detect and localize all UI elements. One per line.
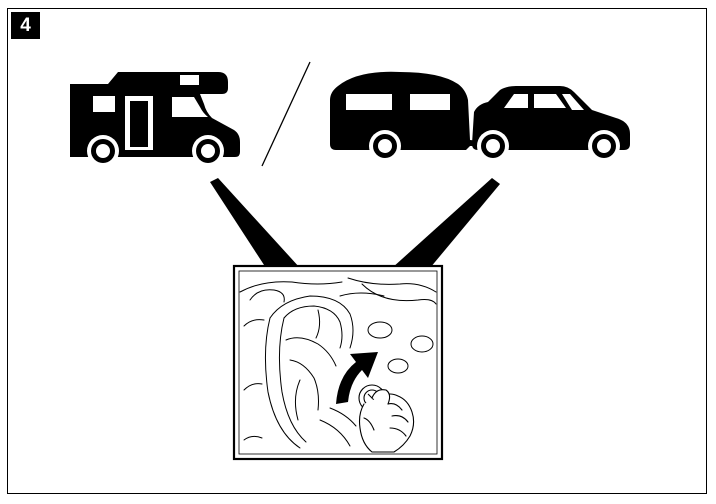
ignition-key-turn-detail [234, 266, 442, 459]
car-icon [472, 86, 630, 162]
motorhome-icon [70, 72, 240, 167]
caravan-icon [330, 72, 490, 162]
callout-wedge-right [392, 178, 500, 268]
slash-divider [262, 62, 310, 166]
callout-wedge-left [210, 178, 300, 268]
